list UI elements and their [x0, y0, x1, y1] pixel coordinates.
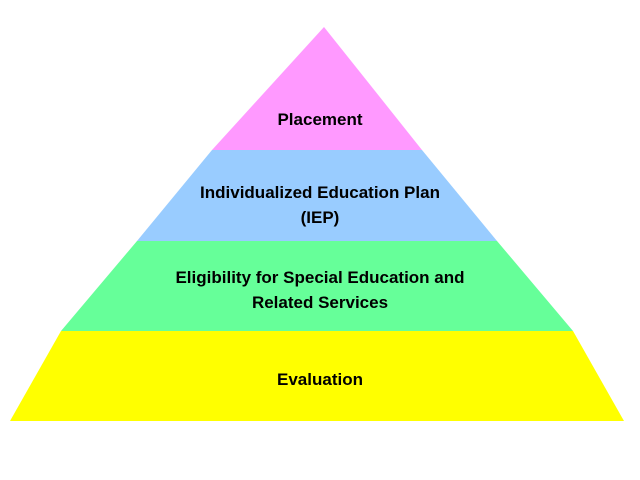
tier-iep-shape [137, 150, 497, 241]
tier-eligibility-label: Eligibility for Special Education and Re… [120, 265, 520, 315]
tier-iep-label: Individualized Education Plan (IEP) [160, 180, 480, 230]
tier-placement-line-1: Placement [277, 110, 363, 129]
tier-iep-line-1: Individualized Education Plan [200, 183, 440, 202]
tier-placement-label: Placement [220, 107, 420, 132]
tier-iep-line-2: (IEP) [300, 208, 340, 227]
tier-evaluation-shape [10, 331, 624, 421]
tier-eligibility-shape [61, 241, 573, 331]
tier-placement-shape [212, 27, 422, 150]
tier-evaluation-line-1: Evaluation [277, 370, 363, 389]
tier-eligibility-line-2: Related Services [251, 293, 389, 312]
tier-eligibility-line-1: Eligibility for Special Education and [175, 268, 465, 287]
tier-evaluation-label: Evaluation [170, 367, 470, 392]
